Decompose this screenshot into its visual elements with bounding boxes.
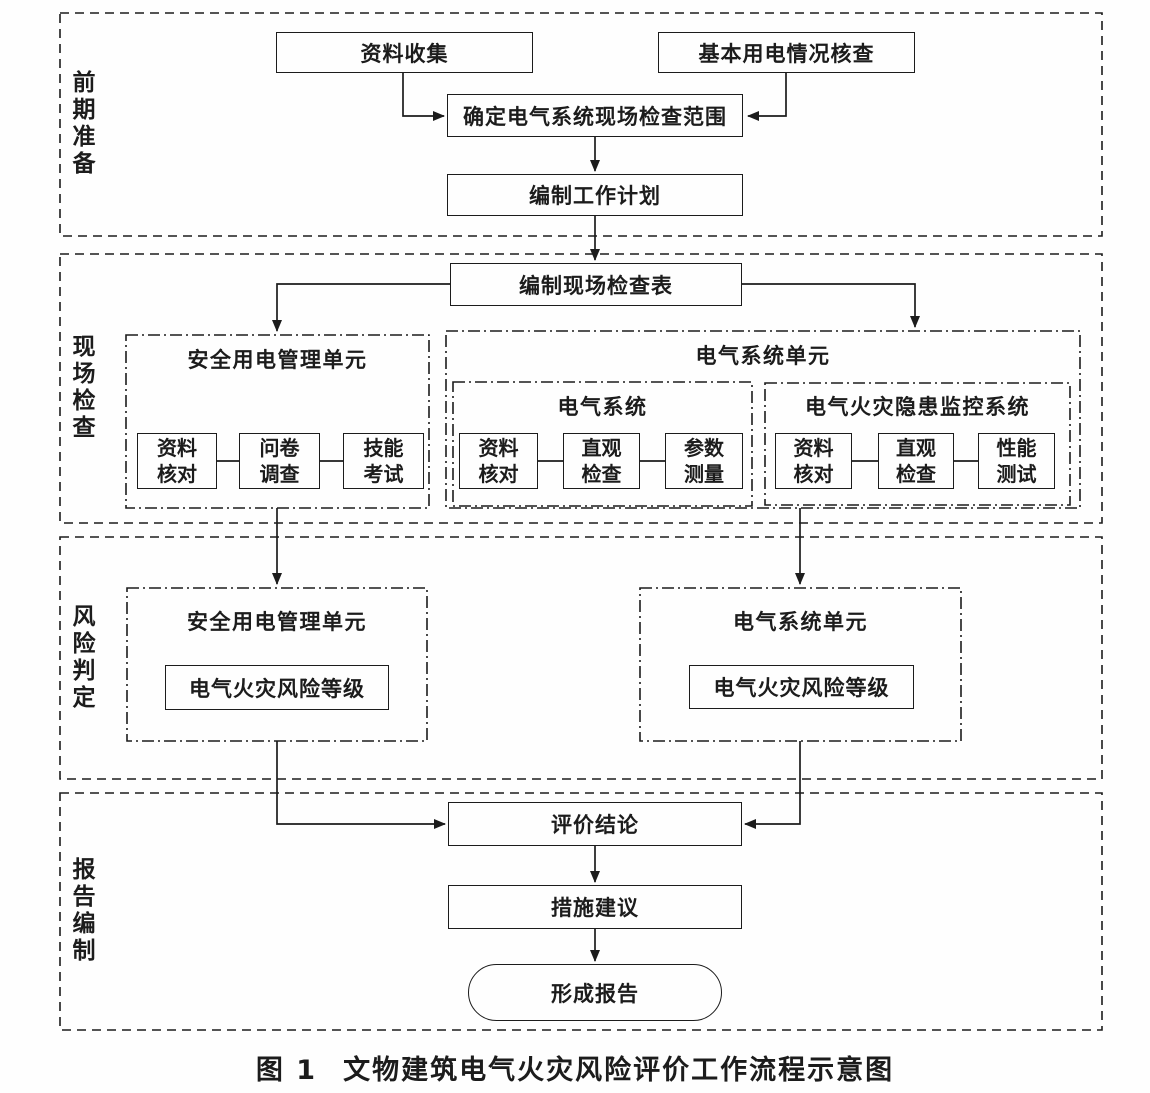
section-frame-risk: [59, 536, 1103, 780]
step-elec-visual-check: 直观检查: [563, 433, 640, 489]
step-label: 直观检查: [581, 436, 622, 486]
risk-unit-title-mgmt: 安全用电管理单元: [187, 610, 367, 634]
node-work-plan: 编制工作计划: [447, 174, 743, 216]
step-label: 技能考试: [363, 436, 404, 486]
section-frame-prep: [59, 12, 1103, 237]
arrow-checklist-to-elec-unit: [742, 283, 920, 328]
unit-title-elec: 电气系统单元: [695, 344, 831, 368]
figure-caption: 图 1 文物建筑电气火灾风险评价工作流程示意图: [0, 1048, 1150, 1087]
step-mgmt-data-check: 资料核对: [137, 433, 217, 489]
section-frame-report: [59, 792, 1103, 1031]
step-label: 资料核对: [478, 436, 519, 486]
arrow-checklist-to-mgmt-unit: [272, 283, 450, 332]
step-label: 性能测试: [996, 436, 1037, 486]
section-label-risk: 风险判定: [72, 604, 96, 711]
step-mgmt-skill-test: 技能考试: [343, 433, 424, 489]
node-final-report: 形成报告: [468, 964, 722, 1021]
step-monitor-data-check: 资料核对: [775, 433, 852, 489]
unit-title-monitor-system: 电气火灾隐患监控系统: [805, 395, 1030, 419]
step-elec-param-measure: 参数测量: [665, 433, 743, 489]
node-conclusion: 评价结论: [448, 802, 742, 846]
section-label-report: 报告编制: [72, 857, 96, 964]
unit-frame-monitor-system: [764, 382, 1071, 506]
arrow-basic-check-to-scope: [747, 73, 787, 121]
arrow-data-collection-to-scope: [402, 73, 445, 121]
unit-frame-elec: [445, 330, 1081, 509]
step-label: 问卷调查: [259, 436, 300, 486]
node-suggestion: 措施建议: [448, 885, 742, 929]
unit-title-elec-system: 电气系统: [557, 395, 648, 419]
node-data-collection: 资料收集: [276, 32, 533, 73]
figure-title: 文物建筑电气火灾风险评价工作流程示意图: [343, 1055, 895, 1086]
node-basic-power-check: 基本用电情况核查: [658, 32, 915, 73]
node-checklist: 编制现场检查表: [450, 263, 742, 306]
unit-frame-risk-elec: [639, 587, 962, 742]
unit-title-mgmt: 安全用电管理单元: [187, 348, 368, 372]
node-risk-level-elec: 电气火灾风险等级: [689, 665, 914, 709]
node-define-scope: 确定电气系统现场检查范围: [447, 94, 743, 137]
section-label-site-check: 现场检查: [72, 334, 96, 441]
arrow-risk-mgmt-to-conclusion: [276, 741, 446, 829]
step-label: 资料核对: [157, 436, 197, 486]
section-frame-site-check: [59, 253, 1103, 524]
arrow-risk-elec-to-conclusion: [744, 741, 801, 829]
step-monitor-visual-check: 直观检查: [878, 433, 954, 489]
risk-unit-title-elec: 电气系统单元: [733, 610, 868, 634]
step-label: 参数测量: [684, 436, 724, 486]
step-mgmt-questionnaire: 问卷调查: [239, 433, 320, 489]
node-risk-level-mgmt: 电气火灾风险等级: [165, 665, 389, 710]
step-label: 直观检查: [896, 436, 936, 486]
unit-frame-elec-system: [452, 381, 753, 507]
section-label-prep: 前期准备: [72, 70, 96, 177]
step-monitor-performance-test: 性能测试: [978, 433, 1055, 489]
step-elec-data-check: 资料核对: [459, 433, 538, 489]
figure-number: 图 1: [255, 1055, 318, 1086]
step-label: 资料核对: [793, 436, 834, 486]
